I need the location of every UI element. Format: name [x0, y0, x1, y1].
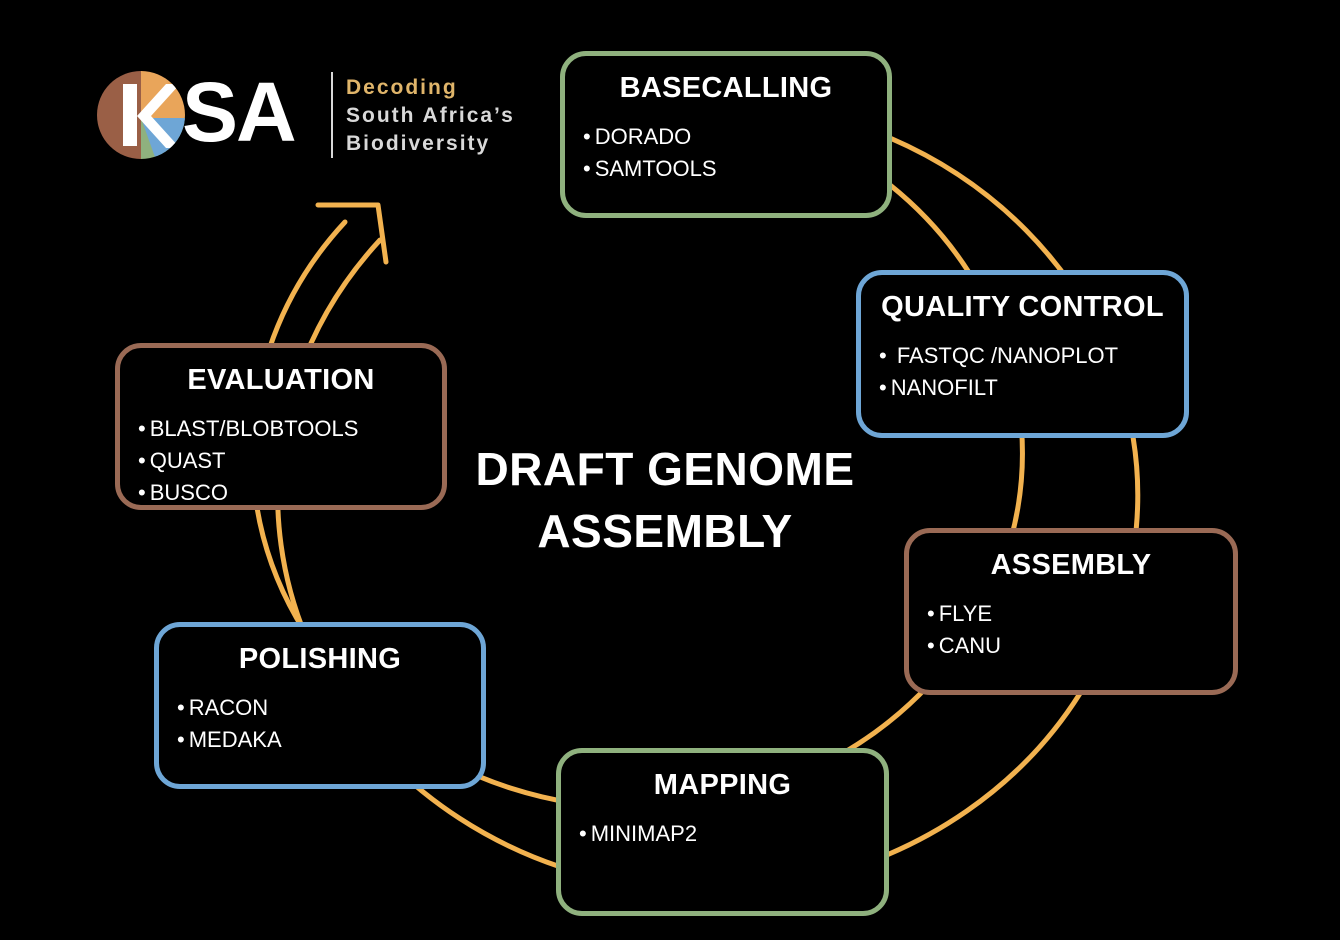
tool-list: BLAST/BLOBTOOLS QUAST BUSCO [120, 413, 442, 509]
step-polishing: POLISHING RACON MEDAKA [154, 622, 486, 789]
logo-tagline-line: South Africa’s [346, 104, 515, 127]
tool-item: BLAST/BLOBTOOLS [138, 413, 442, 445]
logo-tagline-line: Biodiversity [346, 132, 491, 155]
step-mapping: MAPPING MINIMAP2 [556, 748, 889, 916]
logo-divider [331, 72, 333, 158]
tool-item: MEDAKA [177, 724, 481, 756]
tool-item: NANOFILT [879, 372, 1184, 404]
tool-item: RACON [177, 692, 481, 724]
step-title: QUALITY CONTROL [881, 291, 1164, 323]
tool-item: FASTQC /NANOPLOT [879, 340, 1184, 372]
logo-tagline: Decoding South Africa’s Biodiversity [346, 74, 515, 158]
logo-tagline-line: Decoding [346, 76, 458, 99]
step-title: ASSEMBLY [990, 549, 1152, 581]
tool-item: SAMTOOLS [583, 153, 887, 185]
tool-item: DORADO [583, 121, 887, 153]
diagram-title-line: ASSEMBLY [537, 505, 793, 557]
diagram-title: DRAFT GENOME ASSEMBLY [440, 438, 890, 562]
tool-list: MINIMAP2 [561, 818, 884, 850]
step-title: MAPPING [653, 769, 792, 801]
step-evaluation: EVALUATION BLAST/BLOBTOOLS QUAST BUSCO [115, 343, 447, 510]
tool-list: DORADO SAMTOOLS [565, 121, 887, 185]
logo-mark-icon [97, 71, 185, 159]
cycle-arrow-head [315, 202, 389, 265]
step-title: EVALUATION [187, 364, 375, 396]
tool-item: MINIMAP2 [579, 818, 884, 850]
step-title: POLISHING [238, 643, 402, 675]
tool-list: FASTQC /NANOPLOT NANOFILT [861, 340, 1184, 404]
tool-item: BUSCO [138, 477, 442, 509]
tool-list: RACON MEDAKA [159, 692, 481, 756]
diagram-title-line: DRAFT GENOME [475, 443, 855, 495]
tool-item: FLYE [927, 598, 1233, 630]
tool-item: CANU [927, 630, 1233, 662]
logo-letters: SA [182, 65, 297, 159]
step-title: BASECALLING [619, 72, 833, 104]
tool-list: FLYE CANU [909, 598, 1233, 662]
step-quality-control: QUALITY CONTROL FASTQC /NANOPLOT NANOFIL… [856, 270, 1189, 438]
step-basecalling: BASECALLING DORADO SAMTOOLS [560, 51, 892, 218]
logo: SA Decoding South Africa’s Biodiversity [96, 65, 556, 160]
tool-item: QUAST [138, 445, 442, 477]
step-assembly: ASSEMBLY FLYE CANU [904, 528, 1238, 695]
